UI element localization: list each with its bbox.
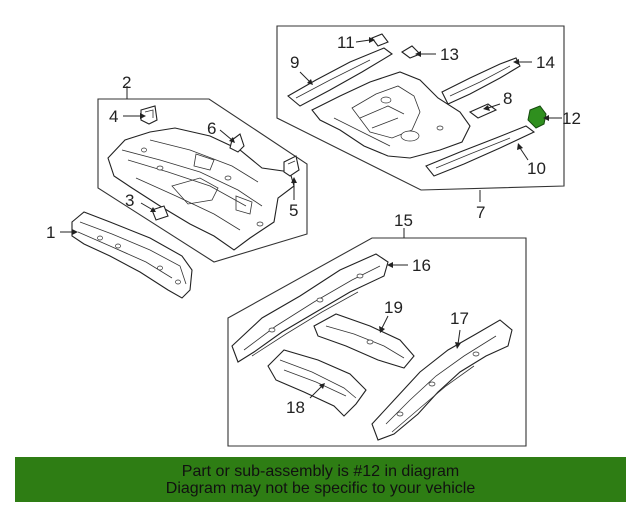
part-10-sill[interactable] <box>425 125 536 177</box>
callout-5: 5 <box>289 201 298 220</box>
callout-17: 17 <box>450 309 469 328</box>
part-1-crossmember[interactable] <box>71 211 193 299</box>
banner-line-1: Part or sub-assembly is #12 in diagram <box>181 462 460 480</box>
callout-16: 16 <box>412 256 431 275</box>
part-16-member[interactable] <box>231 253 389 363</box>
callout-18: 18 <box>286 398 305 417</box>
part-9-sill[interactable] <box>287 47 393 107</box>
callout-8: 8 <box>503 89 512 108</box>
callout-4: 4 <box>109 107 118 126</box>
group-2-rear-floor: 2 4 6 5 3 <box>97 73 308 263</box>
group-15-frame: 15 16 19 17 18 <box>227 211 527 447</box>
callout-7: 7 <box>476 203 485 222</box>
part-19-bracket[interactable] <box>313 313 415 369</box>
part-6-bracket[interactable] <box>229 133 245 153</box>
callout-9: 9 <box>290 53 299 72</box>
info-banner: Part or sub-assembly is #12 in diagram D… <box>15 457 626 502</box>
callout-10: 10 <box>527 159 546 178</box>
callout-19: 19 <box>384 298 403 317</box>
part-18-member[interactable] <box>267 349 367 417</box>
part-12-highlighted[interactable] <box>527 105 547 129</box>
callout-12: 12 <box>562 109 581 128</box>
part-11-piece[interactable] <box>371 33 389 47</box>
callout-15: 15 <box>394 211 413 230</box>
part-3-patch[interactable] <box>151 205 169 221</box>
callout-13: 13 <box>440 45 459 64</box>
part-5-bracket[interactable] <box>283 155 300 177</box>
parts-diagram: 2 4 6 5 3 1 <box>46 25 581 447</box>
callout-11: 11 <box>337 33 355 52</box>
callout-3: 3 <box>125 191 134 210</box>
callout-2: 2 <box>122 73 131 92</box>
callout-1: 1 <box>46 223 55 242</box>
part-17-member[interactable] <box>371 319 513 441</box>
part-14-member[interactable] <box>441 57 521 105</box>
front-floor-pan[interactable] <box>311 71 471 159</box>
group-7-front-floor: 9 11 13 14 8 10 12 7 <box>276 25 581 222</box>
callout-14: 14 <box>536 53 555 72</box>
callout-6: 6 <box>207 119 216 138</box>
part-1-crossmember-group: 1 <box>46 211 193 299</box>
banner-line-2: Diagram may not be specific to your vehi… <box>165 479 476 497</box>
